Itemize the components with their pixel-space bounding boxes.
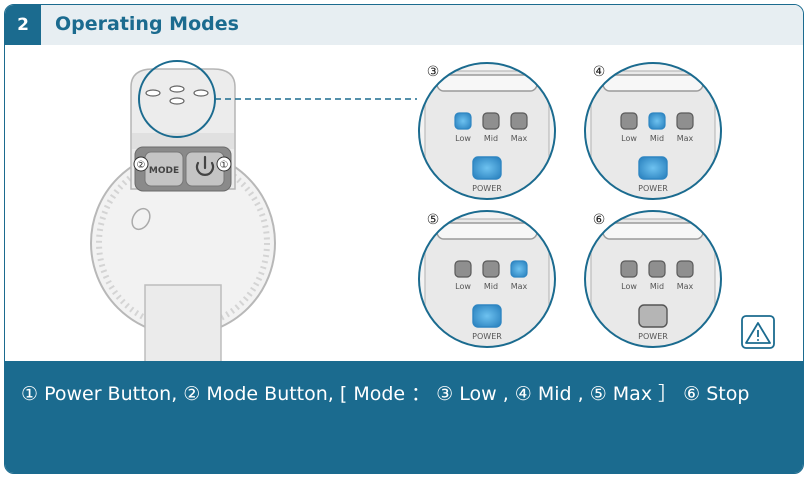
mode-led-label: Mid: [484, 134, 498, 143]
panel-slot: [436, 222, 538, 240]
mode-led-label: Low: [621, 282, 637, 291]
control-panel-body: [424, 218, 550, 347]
mode-badge-bg: [133, 156, 149, 172]
mode-led-mid[interactable]: [648, 112, 666, 130]
panel-slot: [602, 74, 704, 92]
mode-led-low[interactable]: [620, 260, 638, 278]
panel-ring: [584, 210, 722, 348]
warning-triangle-icon: [741, 315, 775, 349]
mode-led-max[interactable]: [676, 260, 694, 278]
mode-led-label: Max: [511, 282, 528, 291]
panel-power-button[interactable]: [472, 304, 502, 328]
device-illustration: MODE ② ①: [90, 60, 417, 361]
mode-badge: ②: [137, 160, 146, 171]
power-icon: [195, 155, 215, 176]
panel-ring: [418, 210, 556, 348]
panel-badge: ⑥: [593, 212, 606, 228]
mode-button-label: MODE: [149, 166, 179, 176]
section-title: Operating Modes: [55, 13, 239, 35]
mode-led-mid[interactable]: [648, 260, 666, 278]
device-handle: [144, 284, 222, 361]
panel-power-button[interactable]: [472, 156, 502, 180]
fan-grill: [96, 156, 270, 330]
mode-led-max[interactable]: [510, 260, 528, 278]
mode-led-mid[interactable]: [482, 112, 500, 130]
mode-led-label: Mid: [484, 282, 498, 291]
panel-power-label: POWER: [638, 184, 668, 193]
panel-power-button[interactable]: [638, 304, 668, 328]
panel-ring: [584, 62, 722, 200]
control-panel-body: [590, 70, 716, 199]
panel-badge: ③: [427, 64, 440, 80]
mode-led-label: Low: [621, 134, 637, 143]
control-panel-body: [424, 70, 550, 199]
power-badge-bg: [216, 156, 232, 172]
legend-text: ① Power Button, ② Mode Button, [ Mode ： …: [21, 383, 750, 405]
panel-badge: ⑤: [427, 212, 440, 228]
mode-led-label: Low: [455, 134, 471, 143]
control-panel-body: [590, 218, 716, 347]
mode-led-low[interactable]: [454, 260, 472, 278]
mode-led-mid[interactable]: [482, 260, 500, 278]
mode-led-max[interactable]: [676, 112, 694, 130]
panel-badge: ④: [593, 64, 606, 80]
mode-led-label: Max: [677, 134, 694, 143]
panel-power-label: POWER: [638, 332, 668, 341]
panel-ring: [418, 62, 556, 200]
power-badge: ①: [220, 160, 229, 171]
mode-led-low[interactable]: [454, 112, 472, 130]
mode-led-max[interactable]: [510, 112, 528, 130]
panel-power-button[interactable]: [638, 156, 668, 180]
footer-legend: ① Power Button, ② Mode Button, [ Mode ： …: [5, 361, 803, 473]
mode-led-label: Mid: [650, 282, 664, 291]
mode-led-label: Max: [511, 134, 528, 143]
mode-led-low[interactable]: [620, 112, 638, 130]
operating-modes-card: 2 Operating Modes MODE: [4, 4, 804, 474]
fan-hole: [131, 207, 151, 231]
panel-power-label: POWER: [472, 332, 502, 341]
panel-power-label: POWER: [472, 184, 502, 193]
mode-led-label: Max: [677, 282, 694, 291]
panel-slot: [436, 74, 538, 92]
section-number: 2: [5, 5, 41, 45]
mode-led-label: Low: [455, 282, 471, 291]
device-band: [132, 133, 234, 149]
panel-slot: [602, 222, 704, 240]
indicator-lights: [145, 85, 209, 105]
section-header: 2 Operating Modes: [5, 5, 803, 45]
mode-led-label: Mid: [650, 134, 664, 143]
